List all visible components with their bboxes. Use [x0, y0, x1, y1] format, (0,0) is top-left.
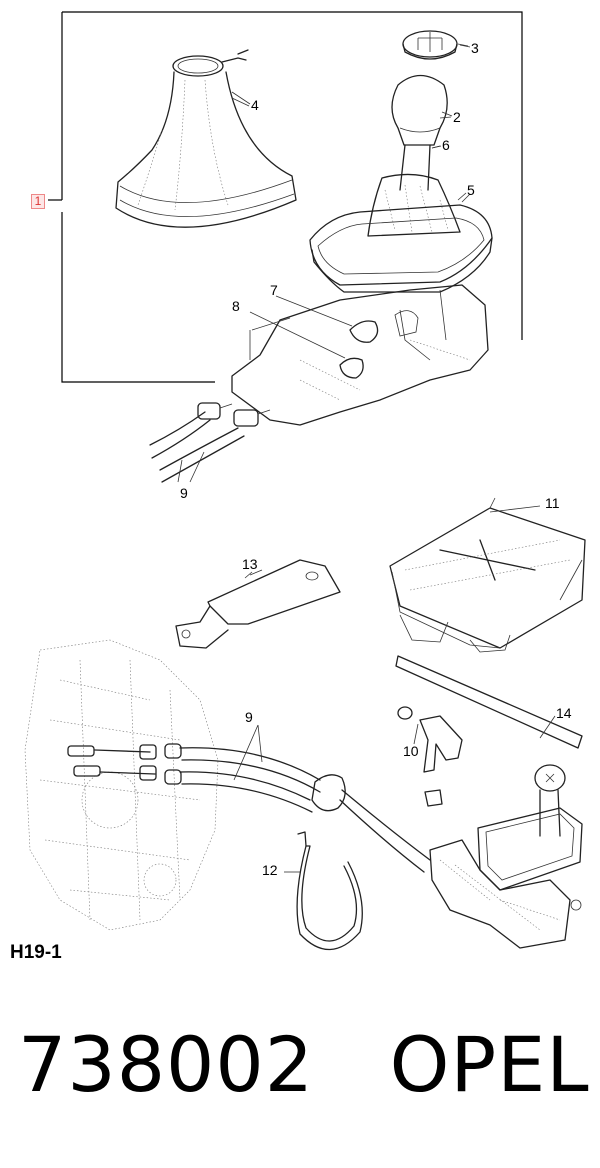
- seal-strip: [395, 655, 583, 749]
- gear-knob: [391, 74, 453, 146]
- callout-13: 13: [242, 556, 258, 572]
- cable-tie: [296, 831, 363, 951]
- shift-housing: [231, 284, 489, 426]
- callout-12: 12: [262, 862, 278, 878]
- shift-pattern-cap: [402, 30, 469, 60]
- callout-2: 2: [453, 109, 461, 125]
- gaiter: [115, 49, 297, 228]
- footer-caption: 738002 OPEL: [18, 1020, 590, 1109]
- callout-6: 6: [442, 137, 450, 153]
- callout-7: 7: [270, 282, 278, 298]
- gear-shift-exploded-diagram: [24, 11, 586, 951]
- callout-10: 10: [403, 743, 419, 759]
- gearbox: [24, 639, 219, 931]
- assembly-frame: [48, 11, 523, 383]
- shift-cables-upper: [149, 402, 271, 483]
- lower-shift-assembly: [429, 764, 583, 949]
- leader-lines: [231, 44, 556, 873]
- retainer-clip: [397, 706, 463, 807]
- shift-cables-lower: [94, 724, 431, 873]
- mounting-bracket: [175, 559, 341, 649]
- callout-14: 14: [556, 705, 572, 721]
- callout-5: 5: [467, 182, 475, 198]
- console-tray: [389, 497, 586, 653]
- figure-code: H19-1: [10, 942, 62, 963]
- callout-9-lower: 9: [245, 709, 253, 725]
- callout-4: 4: [251, 97, 259, 113]
- part-number: 738002: [18, 1020, 315, 1109]
- callout-1[interactable]: 1: [31, 194, 45, 209]
- shift-rod: [399, 144, 441, 191]
- callout-3: 3: [471, 40, 479, 56]
- brand-name: OPEL: [389, 1020, 590, 1109]
- callout-9-upper: 9: [180, 485, 188, 501]
- callout-8: 8: [232, 298, 240, 314]
- shift-boot: [309, 173, 493, 293]
- callout-11: 11: [545, 495, 560, 511]
